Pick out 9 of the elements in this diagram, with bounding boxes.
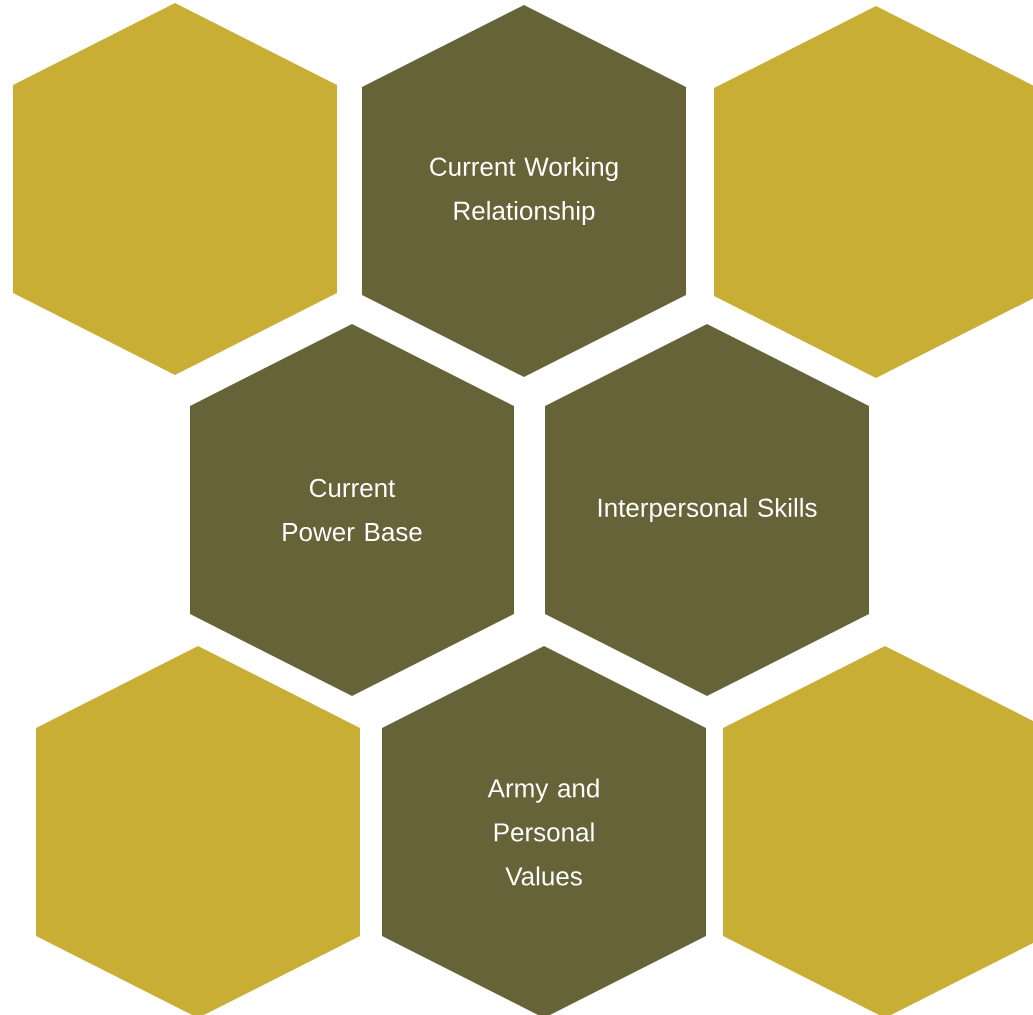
hexagon — [714, 6, 1033, 378]
hexagon — [36, 646, 360, 1015]
hexagon: Current Working Relationship — [362, 5, 686, 377]
hexagon: Current Power Base — [190, 324, 514, 696]
hexagon — [13, 3, 337, 375]
hexagon: Interpersonal Skills — [545, 324, 869, 696]
hexagon — [723, 646, 1033, 1015]
node-label: Current Working Relationship — [430, 156, 618, 226]
hexagon: Army and Personal Values — [382, 646, 706, 1015]
